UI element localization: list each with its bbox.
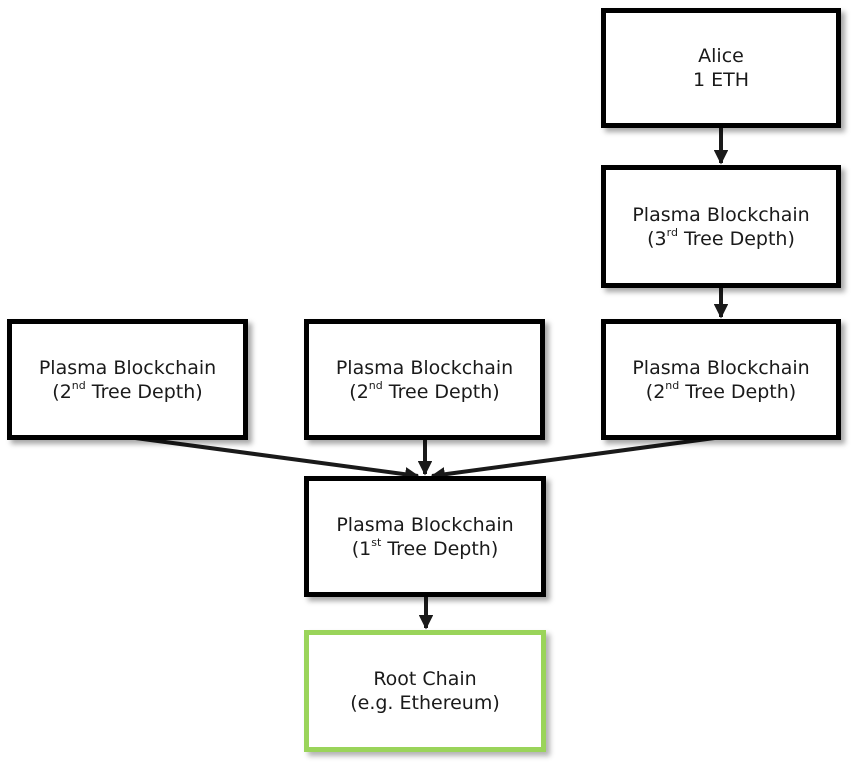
node-plasma-depth-2-middle: Plasma Blockchain(2nd Tree Depth) [304, 319, 545, 440]
node-label-line: (2nd Tree Depth) [349, 380, 499, 404]
label-text: (1 [351, 537, 372, 560]
node-label-line: Plasma Blockchain [632, 203, 810, 226]
node-label-line: (2nd Tree Depth) [52, 380, 202, 404]
label-text: Tree Depth) [679, 380, 797, 403]
ordinal-suffix: rd [666, 226, 678, 240]
node-plasma-depth-2-left: Plasma Blockchain(2nd Tree Depth) [7, 319, 248, 440]
node-root-chain: Root Chain(e.g. Ethereum) [304, 630, 546, 752]
label-text: Tree Depth) [677, 227, 795, 250]
node-label-line: Plasma Blockchain [632, 356, 810, 379]
node-label-line: Plasma Blockchain [335, 356, 514, 379]
node-label-line: (2nd Tree Depth) [646, 380, 796, 404]
edge-depth2-right-to-depth1 [430, 435, 723, 482]
node-label-line: (1st Tree Depth) [352, 537, 499, 561]
node-label-line: (3rd Tree Depth) [647, 227, 795, 251]
node-label-line: Plasma Blockchain [336, 513, 514, 536]
ordinal-suffix: nd [71, 379, 86, 393]
node-plasma-depth-2-right: Plasma Blockchain(2nd Tree Depth) [601, 319, 841, 440]
label-text: Tree Depth) [381, 537, 499, 560]
label-text: (3 [647, 227, 667, 250]
label-text: (2 [52, 380, 72, 403]
node-plasma-depth-3: Plasma Blockchain(3rd Tree Depth) [601, 165, 841, 288]
node-plasma-depth-1: Plasma Blockchain(1st Tree Depth) [304, 476, 546, 597]
label-text: Tree Depth) [382, 380, 500, 403]
label-text: (2 [645, 380, 666, 403]
edge-depth2-left-to-depth1 [127, 435, 420, 482]
node-label-line: Root Chain [373, 668, 477, 690]
node-label-line: Plasma Blockchain [38, 356, 217, 379]
node-label-line: (e.g. Ethereum) [350, 692, 500, 714]
node-label-line: 1 ETH [692, 69, 750, 91]
label-text: (2 [349, 380, 369, 403]
ordinal-suffix: nd [665, 379, 680, 393]
ordinal-suffix: nd [368, 379, 383, 393]
label-text: Tree Depth) [85, 380, 203, 403]
node-label-line: Alice [698, 45, 744, 67]
ordinal-suffix: st [371, 536, 382, 550]
